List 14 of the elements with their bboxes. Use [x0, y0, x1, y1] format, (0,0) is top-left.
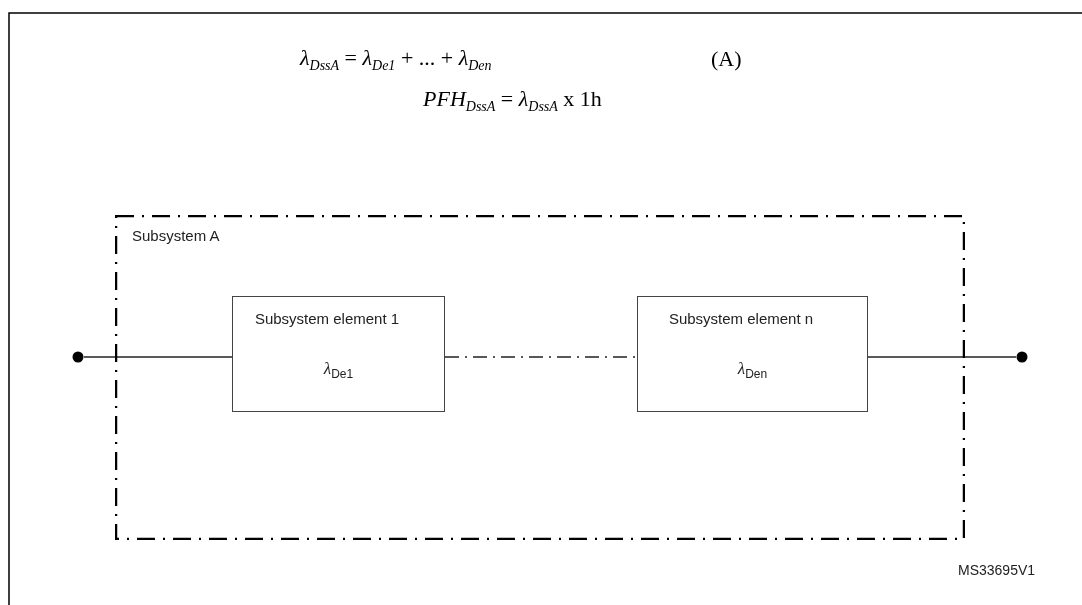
equation-number: (A): [711, 46, 742, 72]
failure-rate-symbol: λ$_{Den}$: [736, 359, 769, 382]
failure-rate-symbol: λ$_{De1}$: [322, 359, 355, 382]
element-name: Subsystem element n: [667, 309, 815, 328]
connector-line: [83, 356, 233, 358]
connector-line: [867, 356, 1017, 358]
connector-line: [444, 356, 638, 358]
formula: PFH$_{DssA}$ = λ$_{DssA}$ x 1h: [423, 86, 602, 116]
element-name: Subsystem element 1: [253, 309, 401, 328]
group-label: Subsystem A: [132, 227, 220, 244]
formula: λ$_{DssA}$ = λ$_{De1}$ + ... + λ$_{Den}$: [300, 45, 492, 75]
subsystem-element-box: [232, 296, 445, 412]
subsystem-element-box: [637, 296, 868, 412]
figure-code: MS33695V1: [958, 562, 1036, 578]
